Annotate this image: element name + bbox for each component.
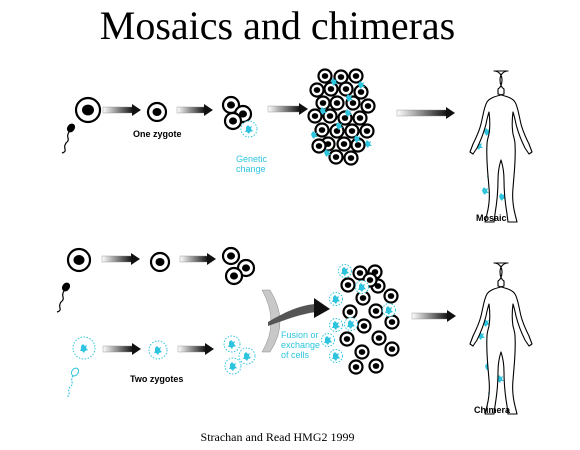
citation: Strachan and Read HMG2 1999	[200, 430, 355, 444]
cyan-cell	[321, 333, 335, 347]
black-cell	[309, 82, 325, 98]
black-cell	[149, 251, 171, 273]
cyan-fleck	[497, 375, 504, 383]
cyan-fleck	[354, 135, 361, 143]
black-cell	[66, 247, 92, 273]
black-cell	[356, 318, 372, 334]
cyan-cell	[329, 318, 343, 332]
black-cell	[146, 101, 168, 123]
black-cell	[338, 81, 354, 97]
mosaic-human-figure	[469, 70, 533, 223]
cells-layer	[56, 68, 509, 398]
black-cell	[317, 68, 333, 84]
cyan-cell	[223, 335, 241, 353]
cyan-fleck	[331, 78, 338, 86]
black-cell	[328, 149, 344, 165]
black-cell	[352, 265, 368, 281]
gradient-arrow	[102, 104, 141, 116]
genetic-change-label: Genetic change	[236, 154, 268, 174]
black-cell	[359, 123, 375, 139]
black-cell	[315, 95, 331, 111]
gradient-arrow	[179, 253, 216, 265]
black-cell	[342, 304, 358, 320]
black-cell	[336, 136, 352, 152]
black-cell	[352, 110, 368, 126]
black-cell	[74, 96, 102, 124]
gradient-arrow	[102, 343, 141, 355]
black-cell	[221, 246, 241, 266]
black-cell	[323, 81, 339, 97]
gradient-arrow	[176, 104, 213, 116]
cyan-cell	[329, 292, 343, 306]
black-cell	[348, 68, 364, 84]
cyan-cell	[329, 349, 343, 363]
one-zygote-label: One zygote	[133, 129, 182, 139]
cyan-fleck	[358, 81, 365, 89]
black-cell	[368, 303, 384, 319]
black-cell	[339, 331, 355, 347]
black-cell	[383, 288, 399, 304]
cyan-fleck	[320, 107, 327, 115]
black-cell	[368, 358, 384, 374]
page-title: Mosaics and chimeras	[99, 3, 456, 48]
cyan-cell	[240, 120, 258, 138]
merge-arrow	[261, 289, 330, 353]
gradient-arrow	[267, 103, 308, 115]
cyan-cell	[344, 317, 358, 331]
cyan-cell	[355, 280, 369, 294]
cyan-cell	[224, 357, 242, 375]
sperm	[56, 282, 71, 313]
cyan-fleck	[336, 122, 343, 130]
black-cell	[224, 266, 244, 286]
black-cell	[343, 150, 359, 166]
cyan-cell	[72, 336, 96, 360]
black-cell	[329, 95, 345, 111]
black-cell	[311, 138, 327, 154]
gradient-arrow	[101, 253, 140, 265]
black-cell	[223, 111, 243, 131]
cyan-fleck	[365, 140, 372, 148]
cyan-cell	[238, 347, 256, 365]
people-layer	[469, 70, 533, 415]
black-cell	[348, 359, 364, 375]
two-zygotes-label: Two zygotes	[130, 374, 184, 384]
black-cell	[307, 108, 323, 124]
cyan-fleck	[311, 131, 318, 139]
gradient-arrow	[396, 107, 455, 119]
fusion-label: Fusion or exchange of cells	[281, 330, 321, 360]
gradient-arrow	[411, 310, 456, 322]
black-cell	[384, 314, 400, 330]
black-cell	[322, 108, 338, 124]
black-cell	[355, 290, 371, 306]
chimera-label: Chimera	[474, 405, 511, 415]
black-cell	[371, 330, 387, 346]
black-cell	[354, 344, 370, 360]
sperm	[61, 123, 76, 154]
cyan-sperm	[65, 367, 80, 398]
mosaic-label: Mosaic	[476, 213, 507, 223]
black-cell	[340, 277, 356, 293]
black-cell	[344, 123, 360, 139]
cyan-fleck	[345, 109, 352, 117]
black-cell	[337, 110, 353, 126]
black-cell	[350, 137, 366, 153]
arrows-layer	[101, 103, 456, 355]
cyan-fleck	[482, 187, 489, 195]
chimera-human-figure	[469, 262, 533, 415]
cyan-fleck	[324, 149, 331, 157]
gradient-arrow	[177, 343, 214, 355]
black-cell	[360, 98, 376, 114]
black-cell	[314, 122, 330, 138]
black-cell	[384, 341, 400, 357]
cyan-cell	[338, 264, 352, 278]
cyan-cell	[382, 303, 396, 317]
cyan-fleck	[346, 94, 353, 102]
cyan-cell	[148, 340, 168, 360]
